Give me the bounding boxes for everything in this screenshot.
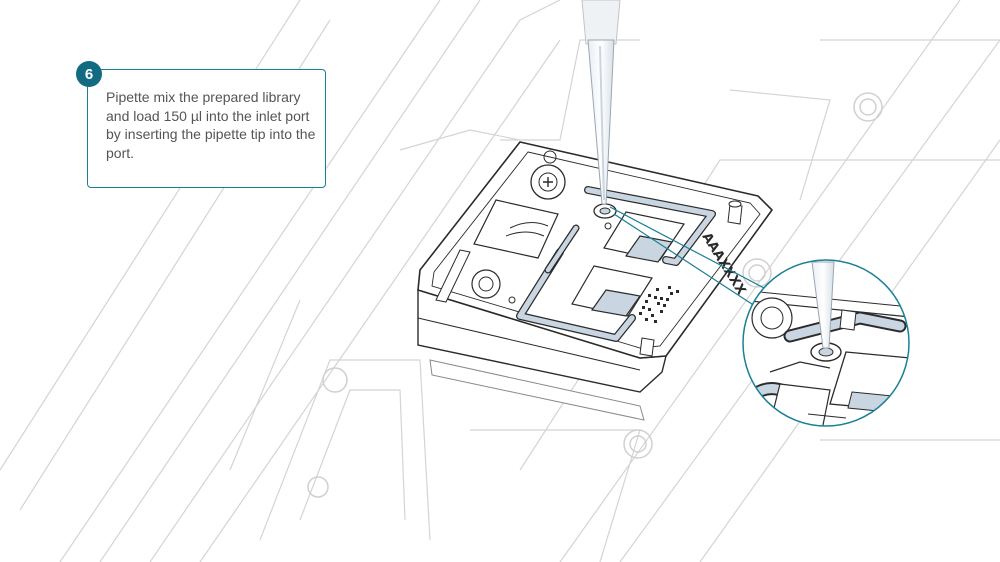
flow-cell-device: AAAXXXX — [417, 141, 773, 421]
step-number-badge: 6 — [76, 61, 102, 87]
magnified-inlet-detail — [742, 259, 910, 427]
pipette-icon — [581, 0, 621, 205]
mount-screw-icons — [307, 92, 883, 498]
inlet-port — [593, 203, 617, 219]
zoom-connector — [609, 206, 765, 309]
data-matrix-code — [639, 286, 679, 323]
fluid-channels — [516, 186, 716, 342]
step-instruction-text: Pipette mix the prepared library and loa… — [106, 89, 316, 161]
screw-icon — [530, 164, 566, 200]
sensor-windows — [571, 211, 685, 317]
instruction-callout — [87, 69, 326, 188]
